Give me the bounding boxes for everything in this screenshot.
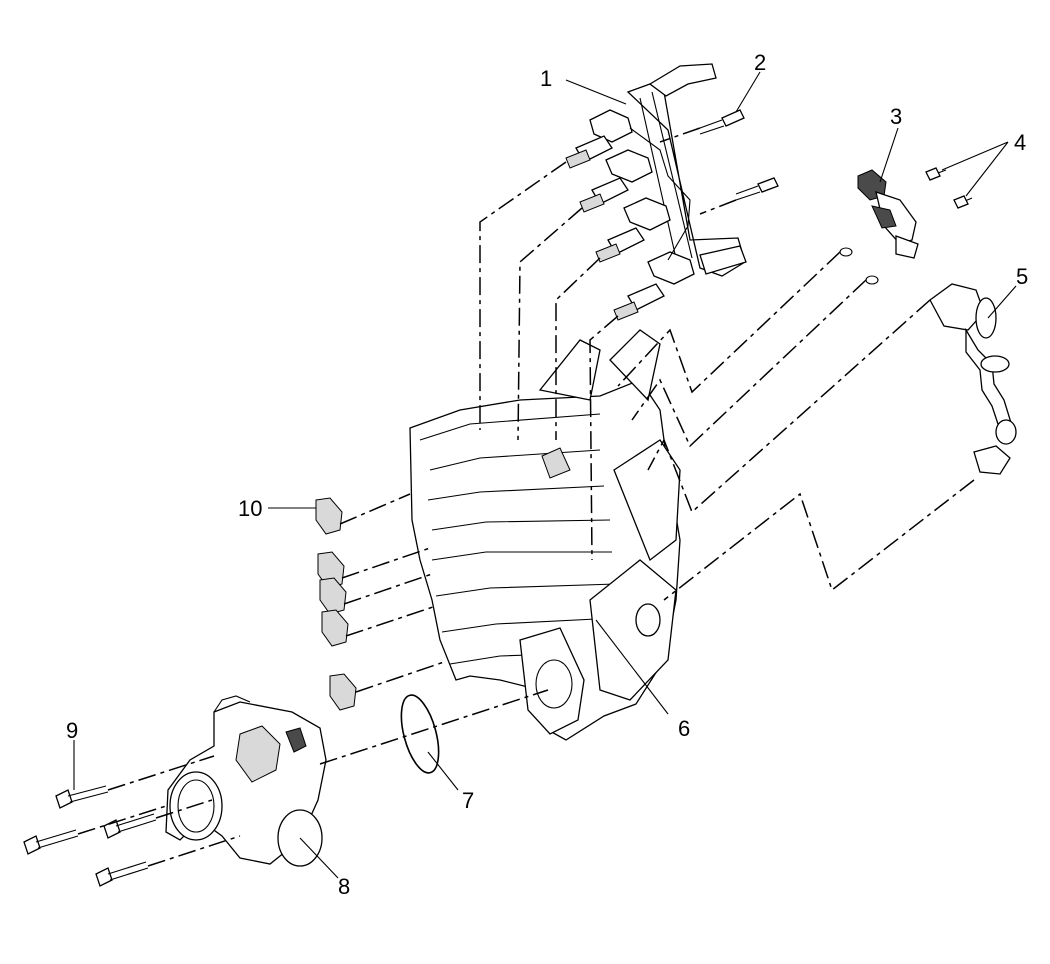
throttle-body-bolt: [23, 785, 157, 887]
callout-3: 3: [890, 104, 902, 129]
callout-labels: 1 2 3 4 5 6 7 8 9 10: [66, 50, 1028, 899]
sensor-screw: [925, 167, 973, 209]
fuel-injector-4: [613, 251, 695, 321]
intake-gasket: [315, 497, 357, 711]
callout-1: 1: [540, 66, 552, 91]
callout-4: 4: [1014, 130, 1026, 155]
hose-assembly: [929, 283, 1017, 475]
callout-9: 9: [66, 718, 78, 743]
fuel-rail-bolt: [699, 109, 779, 201]
fuel-injector-3: [595, 197, 671, 263]
intake-manifold: [409, 329, 681, 741]
sensor-assembly: [839, 169, 919, 285]
callout-7: 7: [462, 788, 474, 813]
assembly-guide-lines: [77, 127, 975, 867]
fuel-rail-assembly: [565, 63, 747, 321]
callout-5: 5: [1016, 264, 1028, 289]
throttle-body-seal: [400, 694, 440, 774]
callout-10: 10: [238, 496, 262, 521]
callout-leaders: [73, 71, 1017, 879]
callout-2: 2: [754, 50, 766, 75]
callout-8: 8: [338, 874, 350, 899]
fuel-injector-1: [565, 109, 633, 169]
fuel-injector-2: [579, 149, 653, 213]
callout-6: 6: [678, 716, 690, 741]
